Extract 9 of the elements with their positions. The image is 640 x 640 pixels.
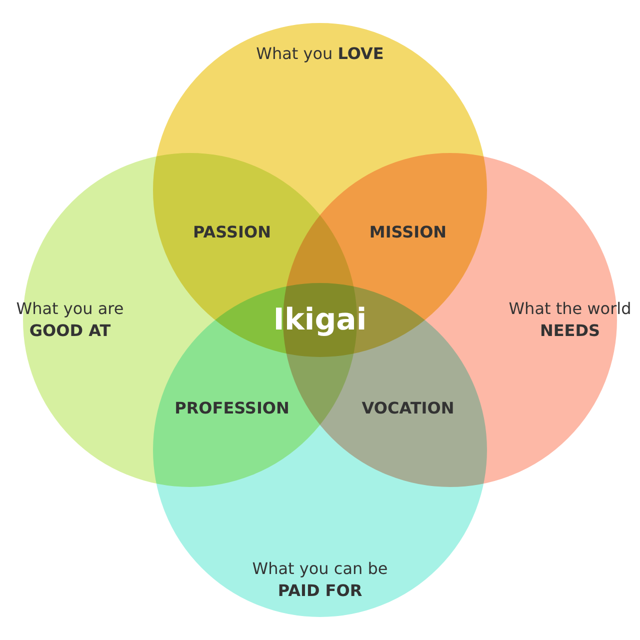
circle-label: What the world NEEDS: [508, 298, 632, 342]
circle-label: What you LOVE: [255, 43, 385, 65]
region-label: PASSION: [193, 222, 271, 242]
circle-label: What you can be PAID FOR: [251, 558, 389, 602]
center-label: Ikigai: [273, 302, 367, 338]
region-label: PROFESSION: [174, 398, 290, 418]
region-label: MISSION: [369, 222, 447, 242]
circle-label: What you are GOOD AT: [15, 298, 125, 342]
region-label: VOCATION: [362, 398, 454, 418]
